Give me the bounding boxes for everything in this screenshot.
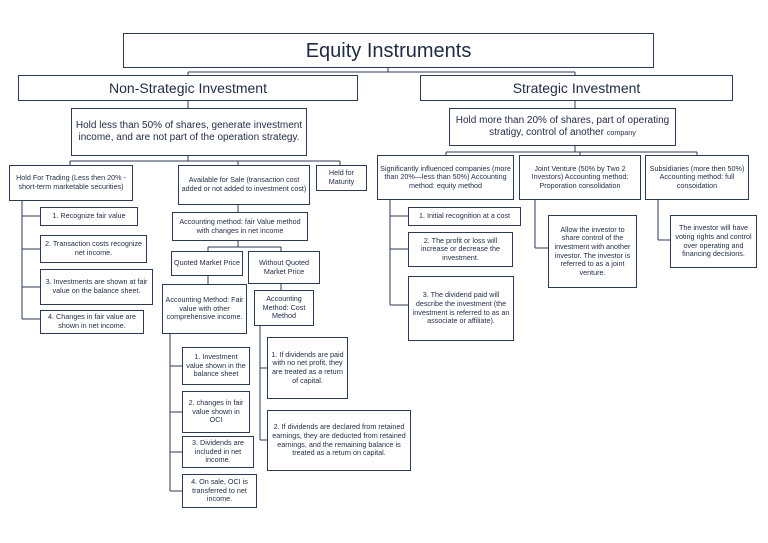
hft-item-3: 3. Investments are shown at fair value o… <box>40 269 153 305</box>
unquoted-item-2-text: 2. If dividends are declared from retain… <box>272 422 406 458</box>
strategic-heading-box: Strategic Investment <box>420 75 733 101</box>
unquoted-item-1: 1. If dividends are paid with no net pro… <box>267 337 348 399</box>
without-quoted-price-label: Without Quoted Market Price <box>259 257 309 276</box>
quoted-method-box: Accounting Method: Fair value with other… <box>162 284 247 334</box>
hft-item-4: 4. Changes in fair value are shown in ne… <box>40 310 144 334</box>
significant-influence-label: Significantly influenced companies (more… <box>380 163 511 190</box>
hold-for-trading-label: Hold For Trading (Less then 20% -short-t… <box>16 173 126 191</box>
hft-item-3-text: 3. Investments are shown at fair value o… <box>45 277 148 295</box>
held-for-maturity-box: Held for Maturity <box>316 165 367 191</box>
unquoted-method-text: Accounting Method: Cost Method <box>262 294 306 321</box>
quoted-method-text: Accounting Method: Fair value with other… <box>165 295 244 322</box>
subsidiaries-detail-box: The investor will have voting rights and… <box>670 215 757 268</box>
quoted-market-price-box: Quoted Market Price <box>171 251 243 276</box>
subsidiaries-box: Subsidiaries (more then 50%) Accounting … <box>645 155 749 200</box>
non-strategic-heading-box: Non-Strategic Investment <box>18 75 358 101</box>
quoted-item-3: 3. Dividends are included in net income. <box>182 436 254 468</box>
significant-item-1-text: 1. Initial recognition at a cost <box>418 211 511 221</box>
available-for-sale-label: Available for Sale (transaction cost add… <box>181 175 307 193</box>
hft-item-1: 1. Recognize fair value <box>40 207 138 226</box>
held-for-maturity-label: Held for Maturity <box>328 168 355 186</box>
joint-venture-label: Joint Venture (50% by Two 2 Investors) A… <box>531 163 629 190</box>
quoted-item-2: 2. changes in fair value shown in OCI <box>182 391 250 433</box>
available-for-sale-box: Available for Sale (transaction cost add… <box>178 165 310 205</box>
non-strategic-heading: Non-Strategic Investment <box>109 79 267 96</box>
strategic-description: Hold more than 20% of shares, part of op… <box>452 115 673 139</box>
quoted-item-3-text: 3. Dividends are included in net income. <box>192 438 244 465</box>
quoted-market-price-label: Quoted Market Price <box>174 258 240 268</box>
strategic-description-main: Hold more than 20% of shares, part of op… <box>455 115 670 138</box>
significant-item-1: 1. Initial recognition at a cost <box>408 207 521 226</box>
subsidiaries-label: Subsidiaries (more then 50%) Accounting … <box>649 163 745 190</box>
quoted-item-4: 4. On sale, OCI is transferred to net in… <box>182 474 257 508</box>
significant-influence-box: Significantly influenced companies (more… <box>377 155 514 200</box>
joint-venture-box: Joint Venture (50% by Two 2 Investors) A… <box>519 155 641 200</box>
quoted-item-1-text: 1. Investment value shown in the balance… <box>186 352 246 379</box>
unquoted-item-2: 2. If dividends are declared from retain… <box>267 410 411 471</box>
without-quoted-price-box: Without Quoted Market Price <box>248 251 320 284</box>
afs-method-text: Accounting method: fair Value method wit… <box>179 216 301 235</box>
quoted-item-2-text: 2. changes in fair value shown in OCI <box>188 398 244 425</box>
significant-item-2-text: 2. The profit or loss will increase or d… <box>420 235 501 262</box>
hft-item-2: 2. Transaction costs recognize net incom… <box>40 235 147 263</box>
hft-item-1-text: 1. Recognize fair value <box>52 211 126 221</box>
joint-venture-detail: Allow the investor to share control of t… <box>554 224 631 277</box>
significant-item-3: 3. The dividend paid will describe the i… <box>408 276 514 341</box>
strategic-description-box: Hold more than 20% of shares, part of op… <box>449 108 676 146</box>
strategic-description-small: company <box>606 128 636 137</box>
unquoted-method-box: Accounting Method: Cost Method <box>254 290 314 326</box>
page-title: Equity Instruments <box>305 39 472 62</box>
title-box: Equity Instruments <box>123 33 654 68</box>
hold-for-trading-box: Hold For Trading (Less then 20% -short-t… <box>9 165 133 201</box>
non-strategic-description-box: Hold less than 50% of shares, generate i… <box>71 108 307 156</box>
hft-item-2-text: 2. Transaction costs recognize net incom… <box>44 239 143 257</box>
unquoted-item-1-text: 1. If dividends are paid with no net pro… <box>271 349 344 385</box>
quoted-item-1: 1. Investment value shown in the balance… <box>182 347 250 385</box>
quoted-item-4-text: 4. On sale, OCI is transferred to net in… <box>191 477 248 504</box>
subsidiaries-detail: The investor will have voting rights and… <box>675 223 752 259</box>
strategic-heading: Strategic Investment <box>512 79 641 96</box>
afs-method-box: Accounting method: fair Value method wit… <box>172 212 308 241</box>
joint-venture-detail-box: Allow the investor to share control of t… <box>548 215 637 288</box>
non-strategic-description: Hold less than 50% of shares, generate i… <box>75 120 303 143</box>
significant-item-3-text: 3. The dividend paid will describe the i… <box>412 290 510 326</box>
hft-item-4-text: 4. Changes in fair value are shown in ne… <box>48 312 136 330</box>
significant-item-2: 2. The profit or loss will increase or d… <box>408 232 513 267</box>
